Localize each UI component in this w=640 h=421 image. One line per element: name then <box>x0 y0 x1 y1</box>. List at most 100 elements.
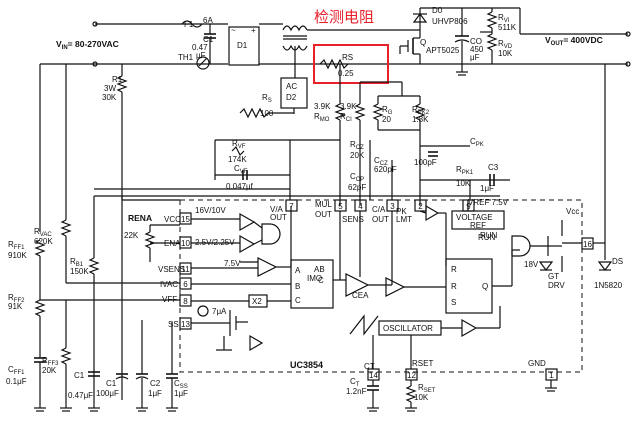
svg-text:ENA: ENA <box>164 239 181 248</box>
svg-text:62pF: 62pF <box>348 183 366 192</box>
svg-text:Q: Q <box>420 38 426 47</box>
svg-text:R: R <box>451 265 457 274</box>
svg-text:4: 4 <box>358 202 363 211</box>
svg-text:20K: 20K <box>350 151 365 160</box>
ic-uc3854: UC3854 15 10 11 6 8 13 VCC ENA VSENS IVA… <box>158 64 623 412</box>
svg-text:13: 13 <box>181 320 190 329</box>
svg-text:1μF: 1μF <box>174 389 188 398</box>
voltage-ref-block <box>451 210 505 230</box>
and-gate-2 <box>511 235 531 257</box>
left-network: RFF1 910K RFF2 91K CFF1 0.1μF RVAC 620K … <box>6 63 188 412</box>
svg-text:CFF1: CFF1 <box>8 365 25 376</box>
resistor-r1: R1 3W 30K <box>102 64 128 400</box>
svg-text:RVF: RVF <box>232 139 246 150</box>
svg-text:GND: GND <box>528 359 546 368</box>
svg-text:7.5V: 7.5V <box>224 259 241 268</box>
svg-text:IVAC: IVAC <box>160 280 178 289</box>
svg-text:CVF: CVF <box>234 164 248 175</box>
svg-text:UHVP806: UHVP806 <box>432 17 468 26</box>
bridge-d1: D1 ~ + <box>228 23 305 66</box>
svg-text:X2: X2 <box>252 297 262 306</box>
output-divider: RVI 511K RVD 10K <box>480 8 517 64</box>
svg-text:S: S <box>451 298 456 307</box>
svg-text:CCZ: CCZ <box>374 156 388 167</box>
svg-text:620pF: 620pF <box>374 165 397 174</box>
svg-text:0.25: 0.25 <box>338 69 354 78</box>
svg-text:18V: 18V <box>524 260 539 269</box>
svg-text:RSET: RSET <box>412 359 433 368</box>
svg-text:0.047μf: 0.047μf <box>226 182 254 191</box>
svg-text:7: 7 <box>289 202 294 211</box>
svg-text:R1: R1 <box>112 75 123 84</box>
svg-text:V/A: V/A <box>270 205 284 214</box>
svg-text:D0: D0 <box>432 6 443 15</box>
and-gate-1 <box>261 223 281 245</box>
mosfet-q: Q APT5025 <box>399 30 460 64</box>
svg-text:VREF 7.5V: VREF 7.5V <box>468 198 509 207</box>
comparator-uvlo <box>239 212 256 232</box>
svg-text:1.2nF: 1.2nF <box>346 387 367 396</box>
svg-text:100pF: 100pF <box>414 158 437 167</box>
svg-text:RSET: RSET <box>418 383 436 394</box>
comparator-ena <box>239 234 256 254</box>
resistor-rs-small: RS 100 <box>239 93 294 119</box>
svg-text:C2: C2 <box>150 379 161 388</box>
svg-text:VCC: VCC <box>164 215 181 224</box>
svg-text:LMT: LMT <box>396 215 412 224</box>
svg-text:RS: RS <box>262 93 272 104</box>
svg-text:Vcc: Vcc <box>566 207 579 216</box>
svg-text:16: 16 <box>583 240 592 249</box>
highlight-box <box>313 44 389 84</box>
svg-text:10K: 10K <box>414 393 429 402</box>
svg-text:RCI: RCI <box>340 112 352 123</box>
output-capacitor: CO 450 μF <box>454 8 484 64</box>
svg-text:AC: AC <box>286 82 297 91</box>
svg-text:μF: μF <box>196 51 206 60</box>
svg-text:C: C <box>318 276 324 285</box>
svg-text:GT: GT <box>548 272 559 281</box>
vin-label: VIN= 80-270VAC <box>56 39 119 51</box>
svg-text:~: ~ <box>231 26 236 35</box>
svg-text:VSENS: VSENS <box>158 265 185 274</box>
svg-text:100μF: 100μF <box>96 389 119 398</box>
svg-text:0.47μF: 0.47μF <box>68 391 93 400</box>
svg-text:3.9K: 3.9K <box>314 102 331 111</box>
svg-text:CT: CT <box>350 377 360 388</box>
svg-text:RG: RG <box>382 105 393 116</box>
svg-text:11: 11 <box>181 265 190 274</box>
annotation-text: 检测电阻 <box>314 8 374 26</box>
svg-text:RVI: RVI <box>498 13 510 24</box>
svg-text:RFF2: RFF2 <box>8 293 25 304</box>
svg-text:RENA: RENA <box>128 213 152 223</box>
svg-text:C1: C1 <box>74 371 85 380</box>
svg-text:3: 3 <box>390 202 395 211</box>
sense-resistor-rs: RS 0.25 检测电阻 <box>313 8 389 84</box>
svg-text:IMO: IMO <box>307 274 322 283</box>
svg-text:CCP: CCP <box>350 172 364 183</box>
svg-text:DRV: DRV <box>548 281 565 290</box>
svg-text:VOLTAGE: VOLTAGE <box>456 213 493 222</box>
svg-text:C1: C1 <box>106 379 117 388</box>
svg-text:14: 14 <box>369 371 378 380</box>
pwm-comparator <box>385 277 406 297</box>
svg-text:910K: 910K <box>8 251 27 260</box>
svg-text:91K: 91K <box>8 302 23 311</box>
svg-text:0.1μF: 0.1μF <box>6 377 27 386</box>
svg-text:REF: REF <box>470 221 486 230</box>
svg-text:RS: RS <box>342 53 353 62</box>
svg-text:174K: 174K <box>228 155 247 164</box>
svg-text:RMO: RMO <box>314 112 330 123</box>
svg-text:620K: 620K <box>34 237 53 246</box>
svg-text:1μF: 1μF <box>148 389 162 398</box>
svg-text:TH1: TH1 <box>178 53 194 62</box>
svg-text:RB1: RB1 <box>70 257 84 268</box>
svg-text:2: 2 <box>418 202 423 211</box>
svg-text:150K: 150K <box>70 267 89 276</box>
svg-text:D1: D1 <box>237 41 248 50</box>
peak-limit-comparator <box>425 204 440 222</box>
voltage-error-amp <box>257 257 278 277</box>
svg-text:22K: 22K <box>124 231 139 240</box>
svg-text:D2: D2 <box>286 93 297 102</box>
svg-text:511K: 511K <box>498 23 517 32</box>
